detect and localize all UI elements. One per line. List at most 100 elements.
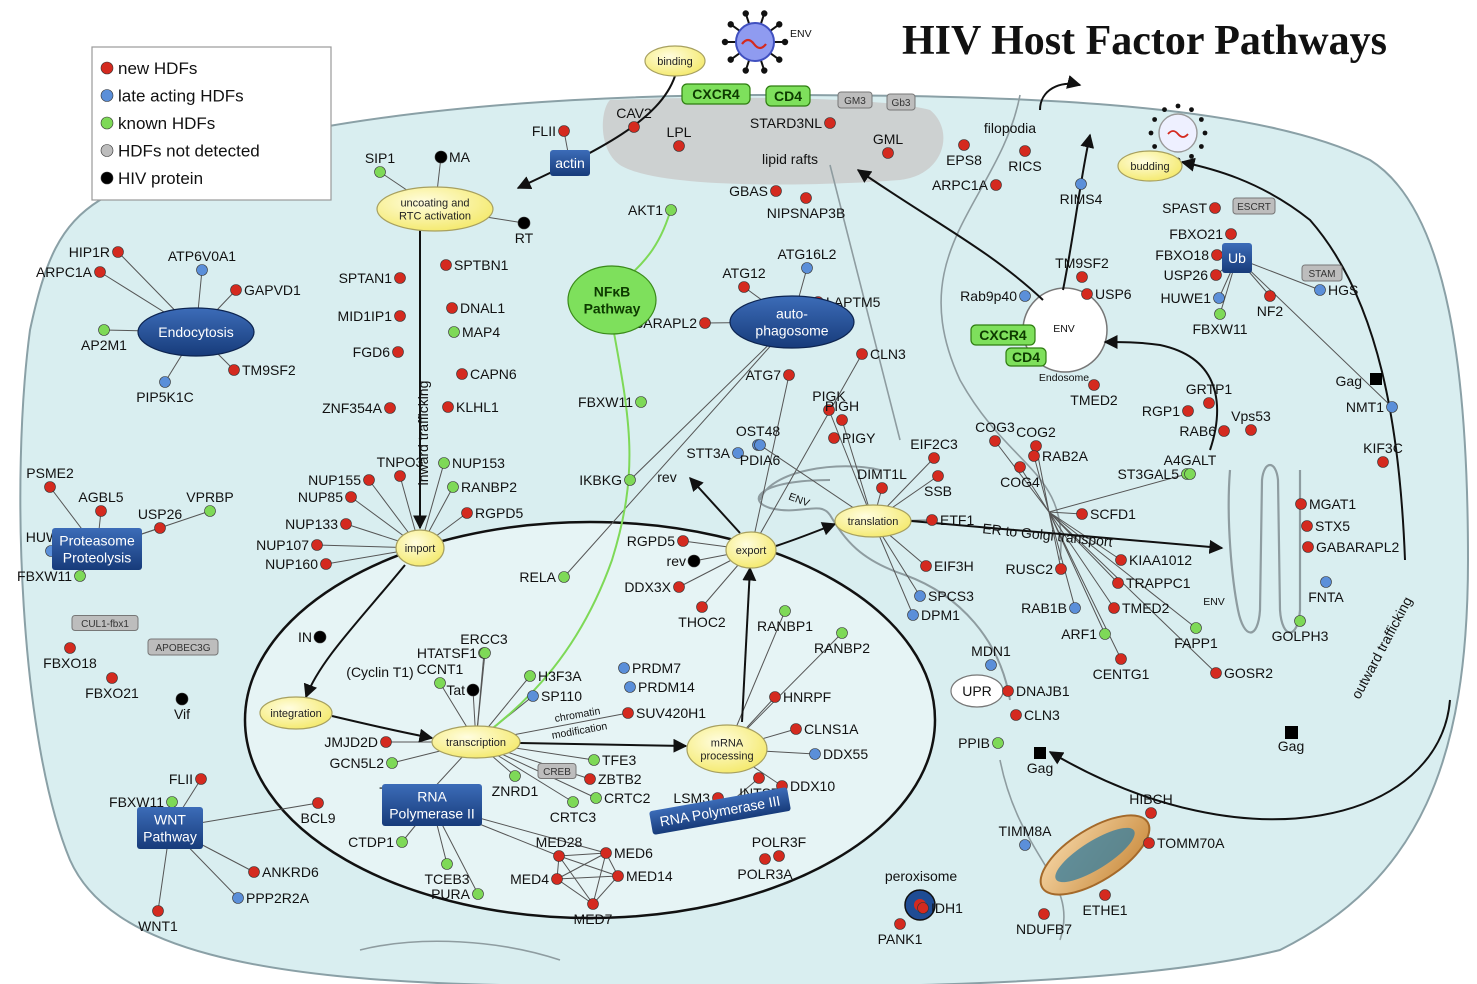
- hub-label-mrna: processing: [700, 751, 753, 763]
- virion-spike-tip: [776, 56, 783, 63]
- node-jmjd2d: [380, 736, 392, 748]
- node-label-nup153: NUP153: [452, 455, 505, 471]
- node-sptan1: [394, 272, 406, 284]
- node-label-a4galt: A4GALT: [1164, 452, 1217, 468]
- node-label-eif2c3: EIF2C3: [910, 436, 958, 452]
- node-label-pura: PURA: [431, 886, 471, 902]
- node-label-tm9sf2: TM9SF2: [1055, 255, 1109, 271]
- process-arrow: [856, 169, 1044, 301]
- hiv-virion: [735, 22, 775, 62]
- node-label-thoc2: THOC2: [678, 614, 726, 630]
- node-label-nup160: NUP160: [265, 556, 318, 572]
- node-hnrpf: [769, 691, 781, 703]
- node-mgat1: [1295, 498, 1307, 510]
- node-usp6: [1081, 288, 1093, 300]
- node-label-nf2: NF2: [1257, 303, 1284, 319]
- node-label-ma: MA: [449, 149, 471, 165]
- node-label-pigk: PIGK: [812, 388, 846, 404]
- hub-label-transcription: transcription: [446, 737, 506, 749]
- node-cog2: [1030, 440, 1042, 452]
- node-a4galt: [1184, 468, 1196, 480]
- membrane-fold-3: [999, 759, 1065, 941]
- edge: [1048, 511, 1119, 584]
- node-crtc2: [590, 792, 602, 804]
- budding-virion-spike: [1162, 107, 1167, 113]
- node-label-rgpd5: RGPD5: [627, 533, 675, 549]
- hub-label-mrna: mRNA: [711, 738, 744, 750]
- node-cln3: [1010, 709, 1022, 721]
- grey-tag-escrt: [1232, 197, 1276, 215]
- node-label-kif3c: KIF3C: [1363, 440, 1403, 456]
- node-stt3a: [732, 447, 744, 459]
- edge: [1048, 511, 1062, 570]
- node-gml: [882, 147, 894, 159]
- node-label-med4: MED4: [510, 871, 549, 887]
- diagram-title: HIV Host Factor Pathways: [902, 18, 1387, 64]
- node-label-scfd1: SCFD1: [1090, 506, 1136, 522]
- node-rab6: [1218, 425, 1230, 437]
- edge: [558, 855, 619, 877]
- node-gbas: [770, 185, 782, 197]
- node-ranbp2: [836, 627, 848, 639]
- node-label-med28: MED28: [536, 834, 583, 850]
- node-spcs3: [914, 590, 926, 602]
- node-med14: [612, 870, 624, 882]
- box-autophagosome: [729, 295, 855, 349]
- node-pip5k1c: [159, 376, 171, 388]
- node-label-ranbp1: RANBP1: [757, 618, 813, 634]
- node-znf354a: [384, 402, 396, 414]
- node-psme2: [44, 481, 56, 493]
- budding-virion-spike: [1198, 117, 1204, 122]
- node-label-prdm14: PRDM14: [638, 679, 695, 695]
- node-label-ddx10: DDX10: [790, 778, 835, 794]
- node-tceb3: [441, 858, 453, 870]
- hub-label-translation: translation: [848, 516, 899, 528]
- node-label-stt3a: STT3A: [686, 445, 730, 461]
- legend-dot-hdfs-not-detected: [100, 144, 114, 157]
- box-ub: [1222, 243, 1252, 273]
- node-hgs: [1314, 284, 1326, 296]
- node-ints7: [753, 772, 765, 784]
- node-tmed2: [1088, 379, 1100, 391]
- grey-tag-label-gb3: Gb3: [892, 98, 911, 109]
- node-kiaa1012: [1115, 554, 1127, 566]
- edge: [1236, 257, 1393, 408]
- process-arrow: [303, 564, 406, 699]
- hiv-protein-gag: [1034, 747, 1046, 759]
- node-label-bcl9: BCL9: [300, 810, 335, 826]
- receptor-cd4: [1005, 347, 1047, 367]
- grey-tag-gm3: [837, 91, 873, 109]
- hub-label-export: export: [736, 545, 767, 557]
- node-label-htatsf1: HTATSF1: [417, 645, 477, 661]
- node-label-znrd1: ZNRD1: [492, 783, 539, 799]
- legend-label-new-hdfs: new HDFs: [118, 59, 197, 78]
- node-label-med14: MED14: [626, 868, 673, 884]
- node-dimt1l: [876, 482, 888, 494]
- node-label-fbxw11: FBXW11: [17, 568, 72, 584]
- node-label-usp6: USP6: [1095, 286, 1132, 302]
- node-ddx3x: [673, 581, 685, 593]
- box-label-wnt: WNT: [154, 812, 186, 828]
- node-label-gml: GML: [873, 131, 904, 147]
- node-label-arpc1a: ARPC1A: [932, 177, 989, 193]
- node-med7: [587, 898, 599, 910]
- virion-spike-tip: [761, 67, 768, 74]
- node-vps53: [1245, 424, 1257, 436]
- node-label-jmjd2d: JMJD2D: [324, 734, 378, 750]
- node-label-crtc3: CRTC3: [550, 809, 597, 825]
- node-label-h3f3a: H3F3A: [538, 668, 582, 684]
- node-label-ikbkg: IKBKG: [579, 472, 622, 488]
- mitochondrion: [1039, 814, 1151, 896]
- grey-tag-label-apobec3g: APOBEC3G: [155, 643, 210, 654]
- edge: [1048, 511, 1217, 674]
- node-label-suv420h1: SUV420H1: [636, 705, 706, 721]
- node-mid1ip1: [394, 310, 406, 322]
- node-stx5: [1301, 520, 1313, 532]
- box-label-wnt: Pathway: [143, 829, 197, 845]
- node-label-mgat1: MGAT1: [1309, 496, 1356, 512]
- node-label-nipsnap3b: NIPSNAP3B: [767, 205, 846, 221]
- node-label-ctdp1: CTDP1: [348, 834, 394, 850]
- hub-label-integration: integration: [270, 708, 321, 720]
- node-label-nup107: NUP107: [256, 537, 309, 553]
- node-label-atg7: ATG7: [745, 367, 781, 383]
